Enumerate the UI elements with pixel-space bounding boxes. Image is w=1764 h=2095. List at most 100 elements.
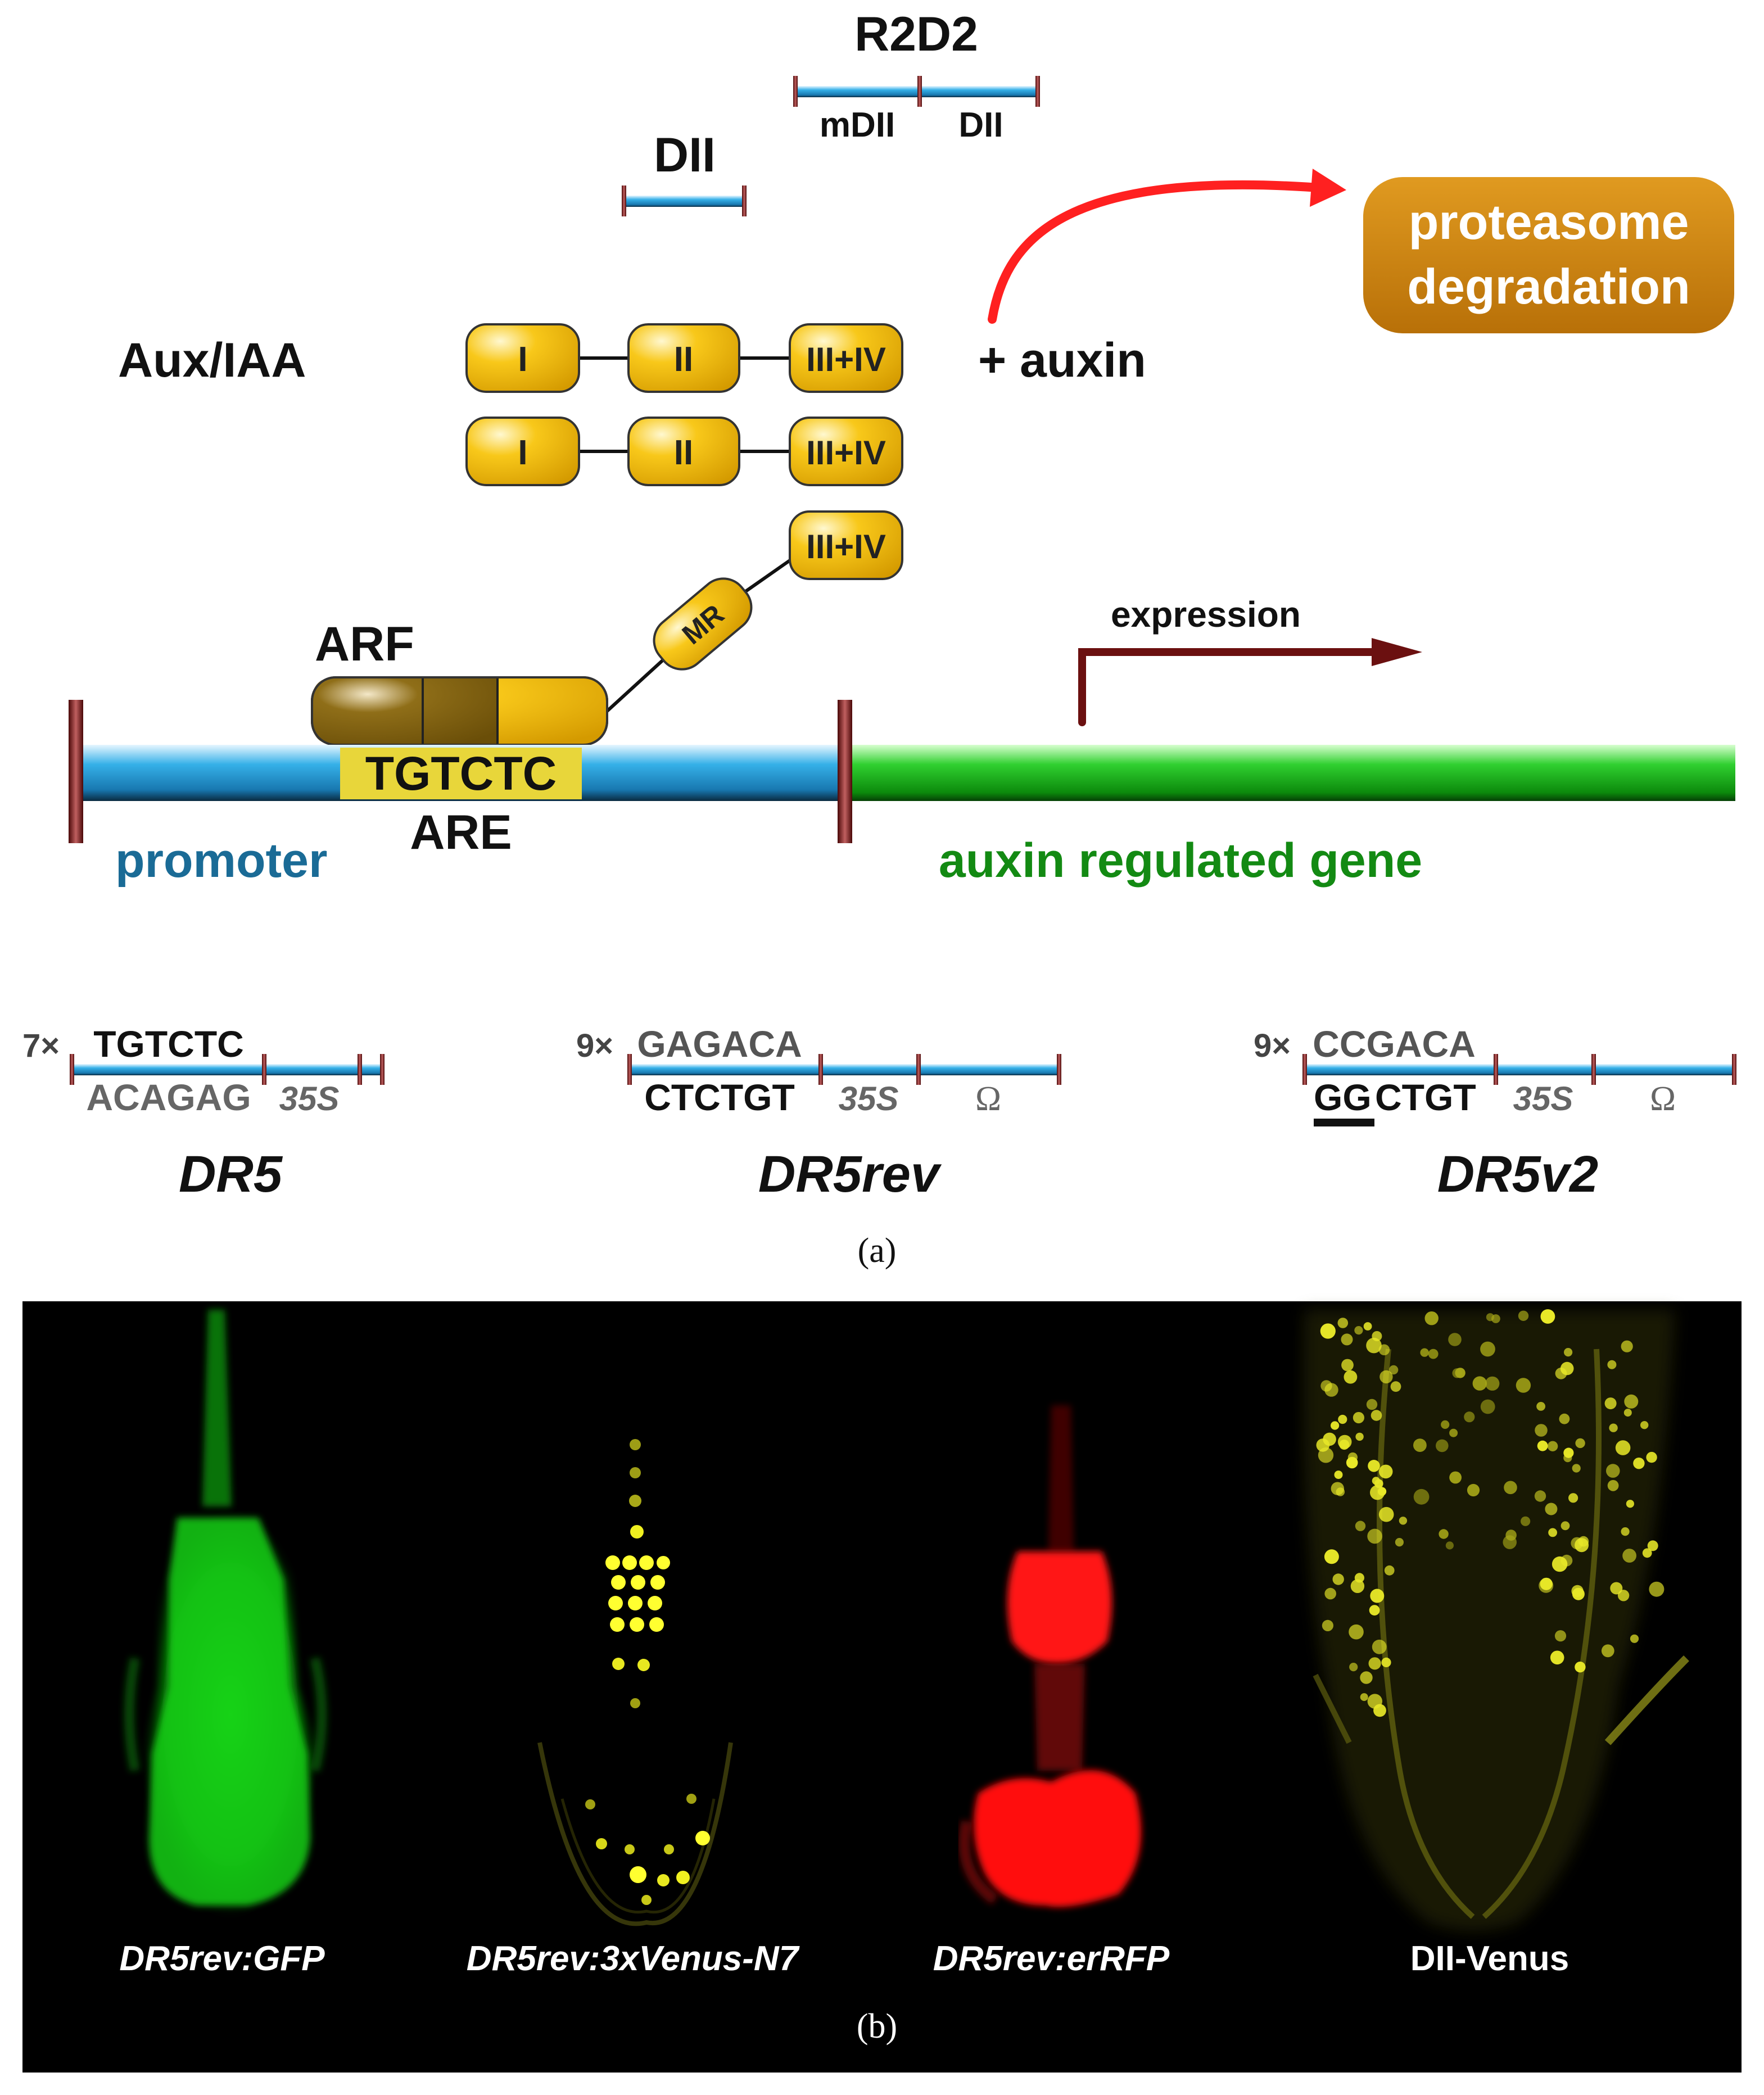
dii-nucleus	[1480, 1341, 1495, 1357]
dii-nucleus	[1349, 1624, 1364, 1640]
dii-nucleus	[1332, 1573, 1344, 1585]
dii-nucleus	[1607, 1479, 1619, 1491]
dii-nucleus	[1626, 1500, 1634, 1508]
dii-nucleus	[1366, 1399, 1378, 1410]
dii-nucleus	[1381, 1657, 1391, 1667]
expression-arrowhead	[1372, 638, 1422, 666]
dii-nucleus	[1537, 1440, 1548, 1451]
dii-nucleus	[1568, 1493, 1578, 1503]
construct-dr5rev: 9× GAGACA CTCTGT 35S Ω DR5rev	[576, 1023, 1061, 1203]
arf-domain-iii-iv-label: III+IV	[806, 528, 886, 565]
dr5-multiplier: 7×	[22, 1028, 60, 1064]
arf-dbd	[312, 677, 497, 745]
domain-ii	[627, 417, 740, 486]
dr5-bottom-seq: ACAGAG	[86, 1076, 251, 1118]
dii-nucleus	[1621, 1340, 1633, 1352]
dii-nucleus	[1491, 1314, 1500, 1323]
dii-nucleus	[1646, 1451, 1657, 1463]
are-label: ARE	[410, 806, 512, 859]
dii-nucleus	[1388, 1365, 1399, 1375]
dii-nucleus	[1633, 1458, 1645, 1469]
auxiaa-row-1: I II III+IV	[465, 323, 903, 393]
dii-nucleus	[1472, 1376, 1487, 1391]
dii-nucleus	[1615, 1440, 1631, 1455]
dii-construct: DII	[622, 128, 747, 216]
dii-nucleus	[1350, 1579, 1365, 1593]
dii-nucleus	[1505, 1530, 1517, 1541]
r2d2-seg-dii: DII	[958, 106, 1003, 144]
dii-cap-right	[742, 185, 747, 216]
dr5v2-35s: 35S	[1513, 1080, 1573, 1117]
expression-label: expression	[1111, 594, 1301, 635]
dii-nucleus	[1623, 1409, 1632, 1417]
r2d2-seg-mdii: mDII	[820, 106, 895, 144]
dii-nucleus	[1370, 1485, 1385, 1500]
dii-nucleus	[1378, 1464, 1393, 1479]
dii-nucleus	[1621, 1527, 1630, 1536]
dii-nucleus	[1373, 1704, 1386, 1717]
dii-nucleus	[1464, 1411, 1475, 1423]
proteasome-line2: degradation	[1407, 259, 1690, 314]
dii-nucleus	[1610, 1582, 1623, 1595]
dii-nucleus	[1372, 1639, 1387, 1654]
are-sequence: TGTCTC	[365, 747, 557, 800]
arf-complex: III+IV MR ARF	[311, 510, 903, 746]
domain-i-label: I	[518, 340, 527, 379]
dii-nucleus	[1428, 1349, 1439, 1359]
dii-nucleus	[1548, 1528, 1558, 1537]
dii-nucleus	[1360, 1693, 1368, 1702]
r2d2-construct: R2D2 mDII DII	[793, 7, 1040, 144]
dii-nucleus	[1413, 1488, 1430, 1505]
dii-nucleus	[1331, 1482, 1344, 1495]
are-element	[340, 748, 582, 799]
domain-ii-label: II	[674, 433, 693, 472]
dii-nucleus	[1344, 1370, 1358, 1384]
dii-nucleus	[1559, 1413, 1570, 1424]
dii-nucleus	[1323, 1432, 1336, 1446]
dii-nucleus	[1354, 1573, 1364, 1583]
arf-label: ARF	[315, 617, 414, 671]
dr5-top-seq: TGTCTC	[93, 1023, 244, 1065]
r2d2-title: R2D2	[854, 7, 978, 61]
promoter-cap-left	[69, 700, 83, 843]
dii-nucleus	[1370, 1589, 1385, 1603]
dii-nucleus	[1449, 1471, 1462, 1484]
expression-arrow	[1078, 648, 1381, 726]
micrograph-dr5rev-gfp	[124, 1310, 327, 1917]
dr5v2-underline	[1314, 1119, 1374, 1126]
dii-nucleus	[1550, 1650, 1564, 1665]
micrograph-dr5rev-venus	[537, 1439, 733, 1926]
micrograph-dii-venus	[1303, 1310, 1689, 1931]
dii-nucleus	[1563, 1447, 1574, 1458]
degradation-arrowhead	[1310, 169, 1346, 207]
label-dr5rev-gfp: DR5rev:GFP	[119, 1939, 325, 1978]
dii-nucleus	[1367, 1528, 1382, 1544]
dr5rev-35s: 35S	[839, 1080, 899, 1117]
dii-nucleus	[1624, 1394, 1639, 1409]
dii-nucleus	[1341, 1333, 1353, 1346]
label-dr5rev-venus: DR5rev:3xVenus-N7	[467, 1939, 800, 1978]
dii-nucleus	[1334, 1470, 1343, 1479]
dii-nucleus	[1420, 1348, 1429, 1357]
dii-nucleus	[1467, 1483, 1480, 1497]
dii-nucleus	[1353, 1411, 1364, 1424]
mr-domain	[653, 577, 753, 671]
dii-nucleus	[1572, 1587, 1585, 1600]
dii-nucleus	[1540, 1577, 1553, 1590]
dii-nucleus	[1368, 1657, 1381, 1670]
dii-nucleus	[1575, 1438, 1585, 1449]
arf-domain-iii-iv	[789, 510, 903, 580]
dii-nucleus	[1575, 1662, 1586, 1673]
dii-nucleus	[1564, 1348, 1573, 1357]
domain-iii-iv-label: III+IV	[806, 341, 886, 378]
dii-nucleus	[1337, 1318, 1349, 1328]
dii-nucleus	[1371, 1410, 1382, 1421]
domain-iii-iv-label: III+IV	[806, 434, 886, 472]
dii-nucleus	[1349, 1663, 1358, 1672]
dii-nucleus	[1320, 1323, 1336, 1339]
dii-nucleus	[1640, 1421, 1649, 1429]
dii-nucleus	[1341, 1359, 1354, 1372]
dii-nucleus	[1360, 1671, 1373, 1684]
dii-nucleus	[1354, 1326, 1363, 1335]
